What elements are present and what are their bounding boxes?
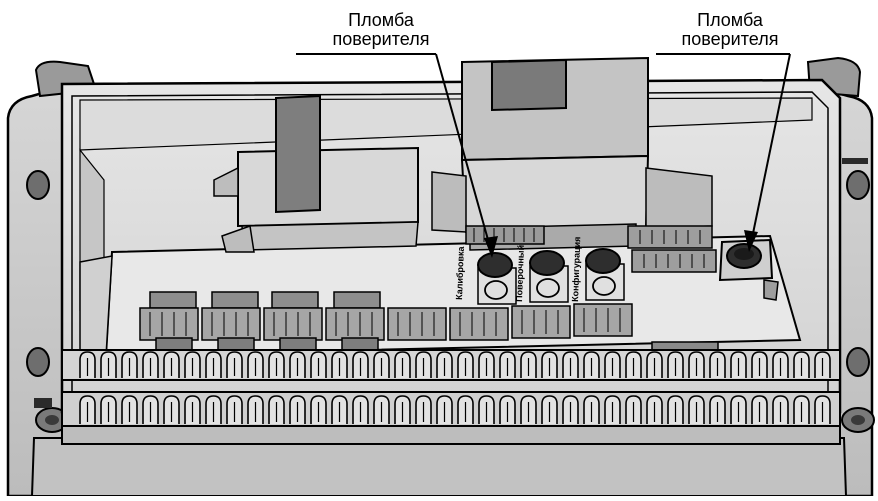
calibration-label: Калибровка xyxy=(454,245,466,300)
screw-hole-icon xyxy=(26,158,875,433)
main-transformer xyxy=(431,56,713,251)
configuration-button xyxy=(585,248,625,301)
callout-left-line1: Пломба xyxy=(348,10,414,30)
comb-teeth-lower xyxy=(79,395,831,424)
right-seal-boss xyxy=(718,238,779,301)
calibration-button xyxy=(477,252,517,305)
callout-label-right: Пломба поверителя xyxy=(655,11,805,49)
callout-left-line2: поверителя xyxy=(332,29,430,49)
header-connector xyxy=(465,225,545,245)
right-connectors xyxy=(627,225,717,273)
callout-right-line1: Пломба xyxy=(697,10,763,30)
left-transformer xyxy=(213,94,419,253)
callout-leaders xyxy=(296,53,791,255)
verification-label: Поверочный xyxy=(514,245,526,302)
arrow-icon xyxy=(484,230,758,258)
configuration-label: Конфигурация xyxy=(570,236,582,302)
callout-right-line2: поверителя xyxy=(681,29,779,49)
board-terminal-row xyxy=(139,303,719,357)
verification-button xyxy=(529,250,569,303)
callout-label-left: Пломба поверителя xyxy=(306,11,456,49)
comb-teeth-upper xyxy=(79,351,831,378)
